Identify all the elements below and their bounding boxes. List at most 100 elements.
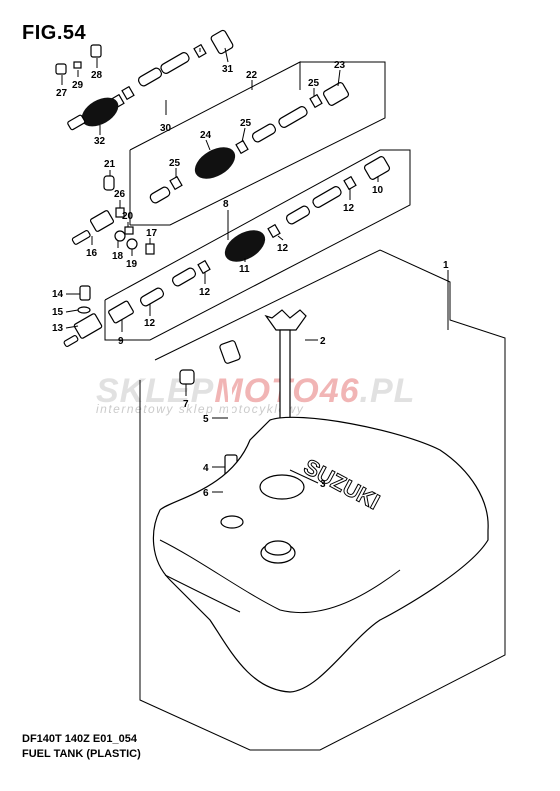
leader-3 xyxy=(289,469,319,484)
leader-15 xyxy=(65,309,79,313)
hose-22a xyxy=(278,106,308,128)
leader-31 xyxy=(224,47,229,63)
callout-24: 24 xyxy=(200,130,212,141)
part-20 xyxy=(124,226,134,235)
callout-12b: 12 xyxy=(277,243,289,254)
watermark-tagline: internetowy sklep motocyklowy xyxy=(96,402,305,416)
hose-segment-30b xyxy=(137,67,163,87)
callout-1: 1 xyxy=(443,260,449,271)
pickup-elbow-5 xyxy=(219,340,241,364)
clip-12c xyxy=(197,259,211,275)
callout-10: 10 xyxy=(372,185,384,196)
callout-20: 20 xyxy=(122,211,134,222)
connector-23 xyxy=(322,82,350,106)
callout-4: 4 xyxy=(203,463,209,474)
callout-12a: 12 xyxy=(343,203,355,214)
fuel-tank-1: SUZUKI xyxy=(152,416,489,693)
fuel-cap-top xyxy=(264,540,292,556)
leader-25b xyxy=(241,127,246,143)
frame-8 xyxy=(104,149,411,341)
figure-caption-name: FUEL TANK (PLASTIC) xyxy=(22,748,141,760)
callout-labels: 1 2 3 4 5 6 7 8 9 10 11 12 12 12 12 13 1… xyxy=(52,60,449,499)
primer-bulb-32 xyxy=(81,97,119,127)
callout-16: 16 xyxy=(86,248,98,259)
callout-14: 14 xyxy=(52,289,64,300)
primer-bulb-24 xyxy=(194,147,236,179)
part-29 xyxy=(73,61,82,69)
hose-kit-22-parts xyxy=(149,82,350,204)
callout-3: 3 xyxy=(320,479,326,490)
callout-15: 15 xyxy=(52,307,64,318)
tank-port-small xyxy=(220,515,244,529)
tank-handle-lower xyxy=(164,574,241,613)
hose-kit-8-parts xyxy=(108,156,391,324)
callout-25a: 25 xyxy=(308,78,320,89)
callout-25c: 25 xyxy=(169,158,181,169)
callout-27: 27 xyxy=(56,88,68,99)
callout-12c: 12 xyxy=(199,287,211,298)
hose-22b xyxy=(251,123,277,143)
fitting-13-nipple xyxy=(63,335,79,347)
leader-24 xyxy=(205,139,211,151)
callout-8: 8 xyxy=(223,199,229,210)
hose-8d xyxy=(139,287,165,307)
assembly-frames xyxy=(104,61,506,751)
washer-15 xyxy=(77,306,91,314)
leader-23 xyxy=(337,69,341,87)
part-21 xyxy=(103,175,115,191)
callout-18: 18 xyxy=(112,251,124,262)
fitting-13 xyxy=(73,313,103,339)
callout-6: 6 xyxy=(203,488,209,499)
callout-29: 29 xyxy=(72,80,84,91)
connector-32-end xyxy=(67,114,86,131)
fuel-gauge-2-top xyxy=(264,309,307,331)
clip-12b xyxy=(267,223,281,239)
primer-bulb-assembly-top xyxy=(55,29,234,131)
callout-23: 23 xyxy=(334,60,346,71)
part-27 xyxy=(55,63,67,75)
bolt-17 xyxy=(145,243,155,255)
hose-22c xyxy=(149,186,171,204)
hose-8a xyxy=(312,186,342,208)
watermark-suffix: .PL xyxy=(359,372,416,410)
callout-21: 21 xyxy=(104,159,116,170)
callout-17: 17 xyxy=(146,228,158,239)
leader-13 xyxy=(65,325,79,329)
part-19 xyxy=(126,238,138,250)
callout-31: 31 xyxy=(222,64,234,75)
fitting-7 xyxy=(179,369,195,385)
clip-25b xyxy=(235,139,249,155)
callout-9: 9 xyxy=(118,336,124,347)
leader-12b xyxy=(277,235,284,241)
callout-32: 32 xyxy=(94,136,106,147)
callout-13: 13 xyxy=(52,323,64,334)
hose-8b xyxy=(285,205,311,225)
gauge-opening xyxy=(259,474,305,500)
callout-5: 5 xyxy=(203,414,209,425)
connector-10 xyxy=(363,156,391,180)
left-fittings xyxy=(71,175,155,255)
callout-22: 22 xyxy=(246,70,258,81)
primer-bulb-11 xyxy=(224,230,266,262)
tank-fittings-left xyxy=(63,285,103,347)
callout-26: 26 xyxy=(114,189,126,200)
callout-12d: 12 xyxy=(144,318,156,329)
leader-lines xyxy=(61,47,449,493)
callout-11: 11 xyxy=(239,264,250,275)
bolt-14 xyxy=(79,285,91,301)
frame-22-right xyxy=(130,61,386,226)
tank-seam xyxy=(159,539,401,614)
callout-28: 28 xyxy=(91,70,103,81)
connector-31 xyxy=(210,29,234,55)
figure-caption-model: DF140T 140Z E01_054 xyxy=(22,733,137,745)
part-28 xyxy=(90,44,102,58)
hose-8c xyxy=(171,267,197,287)
clip-25c xyxy=(169,175,183,191)
callout-19: 19 xyxy=(126,259,138,270)
clip-top-2 xyxy=(121,85,135,101)
figure-title: FIG.54 xyxy=(22,22,87,44)
part-18 xyxy=(114,230,126,242)
clip-25a xyxy=(309,93,323,109)
